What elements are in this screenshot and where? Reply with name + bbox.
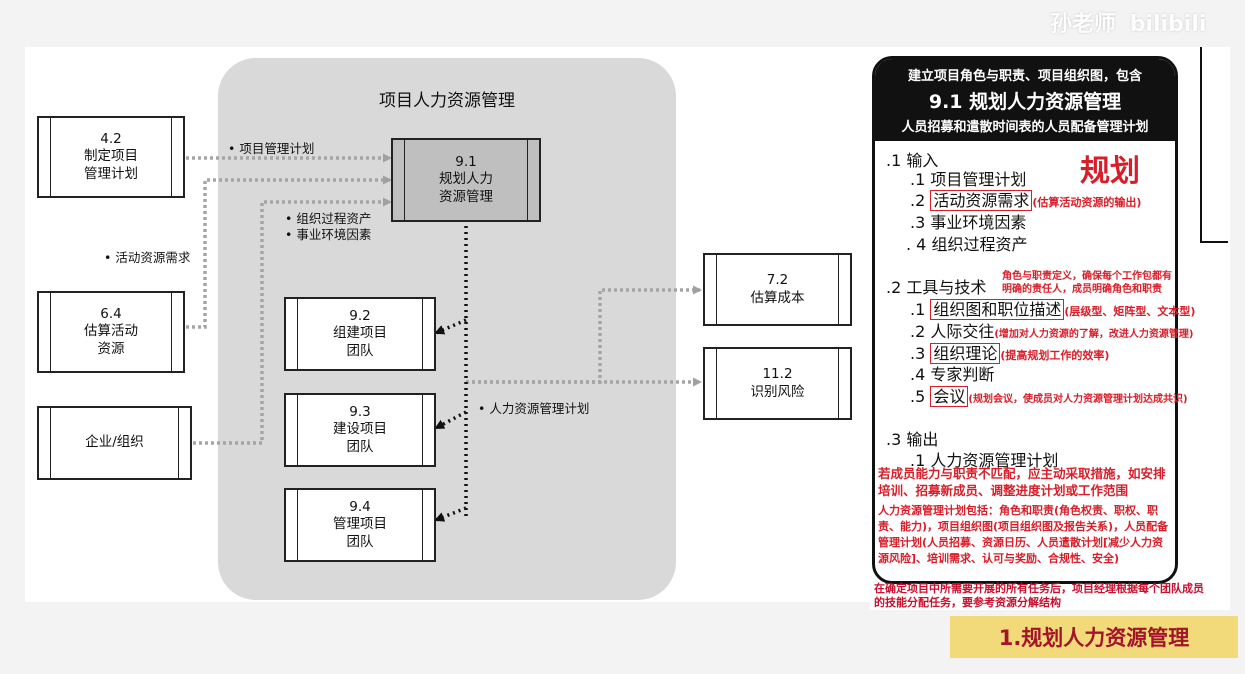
process-box-4-2: 4.2 制定项目 管理计划 xyxy=(37,116,185,198)
process-name-line1: 规划人力 xyxy=(439,171,493,188)
section-caption: 1.规划人力资源管理 xyxy=(950,616,1238,658)
process-name-line1: 建设项目 xyxy=(333,421,387,438)
process-box-9-1: 9.1 规划人力 资源管理 xyxy=(391,138,541,222)
label-eef: • 事业环境因素 xyxy=(285,227,372,242)
arrow-opa-to-91 xyxy=(193,197,392,445)
watermark-logo: bilibili xyxy=(1129,12,1207,37)
arrow-to-92 xyxy=(434,318,467,335)
process-name-line1: 组建项目 xyxy=(333,325,387,342)
process-card: 建立项目角色与职责、项目组织图，包含 9.1 规划人力资源管理 人员招募和遣散时… xyxy=(872,56,1178,584)
arrow-91-to-72 xyxy=(466,285,702,384)
process-box-9-2: 9.2 组建项目 团队 xyxy=(284,297,436,371)
process-number: 6.4 xyxy=(100,306,122,323)
process-number: 9.4 xyxy=(349,499,371,516)
output-1: .1 人力资源管理计划 xyxy=(910,451,1059,470)
process-name-line1: 企业/组织 xyxy=(85,434,144,451)
tools-note-2: 明确的责任人，成员明确角色和职责 xyxy=(1002,284,1162,295)
process-number: 7.2 xyxy=(766,272,789,289)
process-number: 4.2 xyxy=(100,131,122,148)
inputs-title: .1 输入 xyxy=(886,151,939,170)
watermark-text: 孙老师 xyxy=(1050,12,1117,37)
group-title: 项目人力资源管理 xyxy=(379,91,515,111)
process-number: 11.2 xyxy=(762,366,793,383)
enterprise-box: 企业/组织 xyxy=(37,406,192,480)
label-hr-plan: • 人力资源管理计划 xyxy=(478,401,590,416)
output-note-2: 人力资源管理计划包括：角色和职责(角色权责、职权、职责、能力)，项目组织图(项目… xyxy=(878,504,1169,565)
tool-3-index: .3 xyxy=(910,344,931,363)
plan-word: 规划 xyxy=(1080,154,1140,189)
process-name-line2: 资源管理 xyxy=(439,188,493,205)
tool-1-note: (层级型、矩阵型、文本型) xyxy=(1064,305,1196,318)
panel-bracket-line xyxy=(1200,47,1228,243)
input-2-note: (估算活动资源的输出) xyxy=(1032,196,1142,209)
process-box-9-3: 9.3 建设项目 团队 xyxy=(284,393,436,467)
tools-note-1: 角色与职责定义，确保每个工作包都有 xyxy=(1002,271,1172,282)
tool-5-index: .5 xyxy=(910,387,931,406)
tool-2-note: (增加对人力资源的了解，改进人力资源管理) xyxy=(994,329,1194,340)
input-2: .2 活动资源需求(估算活动资源的输出) xyxy=(910,187,1141,211)
card-title: 9.1 规划人力资源管理 xyxy=(928,91,1122,113)
watermark: 孙老师 bilibili xyxy=(1050,6,1240,37)
process-number: 9.2 xyxy=(349,308,371,325)
tool-5-name: 会议 xyxy=(930,386,969,407)
tool-1-index: .1 xyxy=(910,300,931,319)
tool-2-name: .2 人际交往 xyxy=(910,322,995,341)
input-3: .3 事业环境因素 xyxy=(910,213,1027,232)
process-box-6-4: 6.4 估算活动 资源 xyxy=(37,291,185,373)
process-box-9-4: 9.4 管理项目 团队 xyxy=(284,488,436,562)
process-name-line1: 制定项目 xyxy=(84,148,138,165)
input-2-name: 活动资源需求 xyxy=(930,190,1033,211)
card-header-line3: 人员招募和遣散时间表的人员配备管理计划 xyxy=(901,120,1149,135)
tool-2: .2 人际交往(增加对人力资源的了解，改进人力资源管理) xyxy=(910,318,1194,342)
tool-1-name: 组织图和职位描述 xyxy=(930,299,1065,320)
label-opa: • 组织过程资产 xyxy=(285,211,372,226)
input-4: . 4 组织过程资产 xyxy=(906,235,1028,254)
process-name-line2: 团队 xyxy=(346,533,374,550)
bottom-note: 在确定项目中所需要开展的所有任务后，项目经理根据每个团队成员的技能分配任务，要参… xyxy=(874,582,1204,610)
arrow-64-to-91 xyxy=(186,175,392,329)
process-box-11-2: 11.2 识别风险 xyxy=(703,347,852,420)
tool-5-note: (规划会议，使成员对人力资源管理计划达成共识) xyxy=(968,394,1188,405)
process-name-line1: 估算活动 xyxy=(84,323,138,340)
tools-title: .2 工具与技术 xyxy=(886,278,987,297)
process-name-line2: 团队 xyxy=(346,342,374,359)
input-2-index: .2 xyxy=(910,191,931,210)
process-name-line2: 团队 xyxy=(346,438,374,455)
process-number: 9.3 xyxy=(349,404,371,421)
process-name-line1: 识别风险 xyxy=(750,383,805,400)
process-name-line2: 管理计划 xyxy=(84,165,138,182)
input-1: .1 项目管理计划 xyxy=(910,170,1027,189)
arrow-to-94 xyxy=(434,506,467,522)
process-name-line1: 估算成本 xyxy=(750,289,805,306)
outputs-title: .3 输出 xyxy=(886,430,939,449)
output-note-1: 若成员能力与职责不匹配，应主动采取措施，如安排培训、招募新成员、调整进度计划或工… xyxy=(878,466,1166,498)
card-header: 建立项目角色与职责、项目组织图，包含 9.1 规划人力资源管理 人员招募和遣散时… xyxy=(875,59,1175,141)
card-header-line1: 建立项目角色与职责、项目组织图，包含 xyxy=(907,69,1142,84)
tool-4: .4 专家判断 xyxy=(910,365,995,384)
arrow-to-93 xyxy=(434,410,467,430)
tool-3: .3 组织理论(提高规划工作的效率) xyxy=(910,340,1109,364)
label-activity-resource: • 活动资源需求 xyxy=(104,250,191,265)
process-number: 9.1 xyxy=(455,154,477,171)
label-pm-plan: • 项目管理计划 xyxy=(228,141,315,156)
process-name-line2: 资源 xyxy=(97,340,125,357)
tool-3-name: 组织理论 xyxy=(930,343,1001,364)
process-box-7-2: 7.2 估算成本 xyxy=(703,253,852,326)
tool-1: .1 组织图和职位描述(层级型、矩阵型、文本型) xyxy=(910,296,1195,320)
tool-5: .5 会议(规划会议，使成员对人力资源管理计划达成共识) xyxy=(910,383,1188,407)
process-name-line1: 管理项目 xyxy=(333,516,387,533)
tool-3-note: (提高规划工作的效率) xyxy=(1000,349,1110,362)
